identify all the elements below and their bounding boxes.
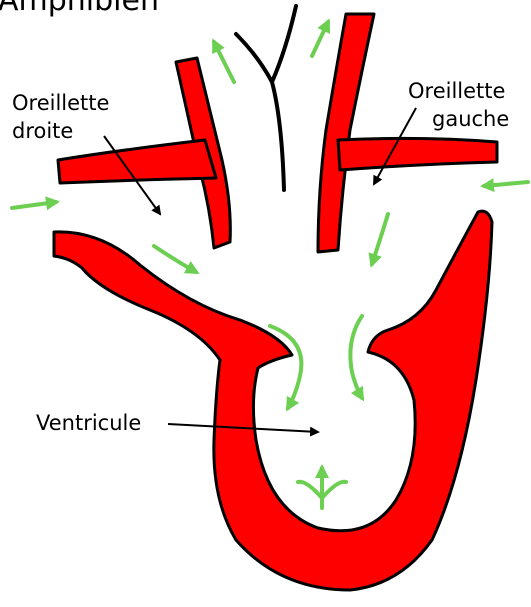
- flow-arrow-right-inflow: [484, 182, 528, 186]
- label-right-atrium: Oreillette droite: [12, 91, 109, 143]
- flow-arrow-left-atrium: [372, 214, 388, 264]
- ventricle-label: Ventricule: [36, 411, 141, 435]
- flow-arrow-ventricle-right: [350, 316, 362, 398]
- diagram-title: Amphibien: [0, 0, 159, 18]
- flow-arrow-ventricle-out-left: [298, 482, 322, 498]
- flow-arrow-ventricle-out-right: [322, 482, 346, 498]
- left-atrium-label-line1: Oreillette: [408, 79, 505, 103]
- right-atrium-label-line1: Oreillette: [12, 91, 109, 115]
- flow-arrow-upper-right: [312, 22, 328, 56]
- right-atrium-vein: [58, 140, 216, 183]
- left-atrium-label-line2: gauche: [432, 107, 509, 131]
- flow-arrow-left-inflow: [12, 202, 56, 208]
- aorta-branch-line: [236, 6, 296, 190]
- right-atrium-label-line2: droite: [12, 119, 73, 143]
- label-left-atrium: Oreillette gauche: [408, 79, 509, 131]
- flow-arrow-right-atrium: [154, 246, 196, 272]
- flow-arrow-upper-left: [214, 42, 234, 82]
- left-atrium-vein: [338, 138, 497, 170]
- left-atrium-upper-vessel: [318, 14, 374, 252]
- ventricle-wall: [54, 211, 492, 590]
